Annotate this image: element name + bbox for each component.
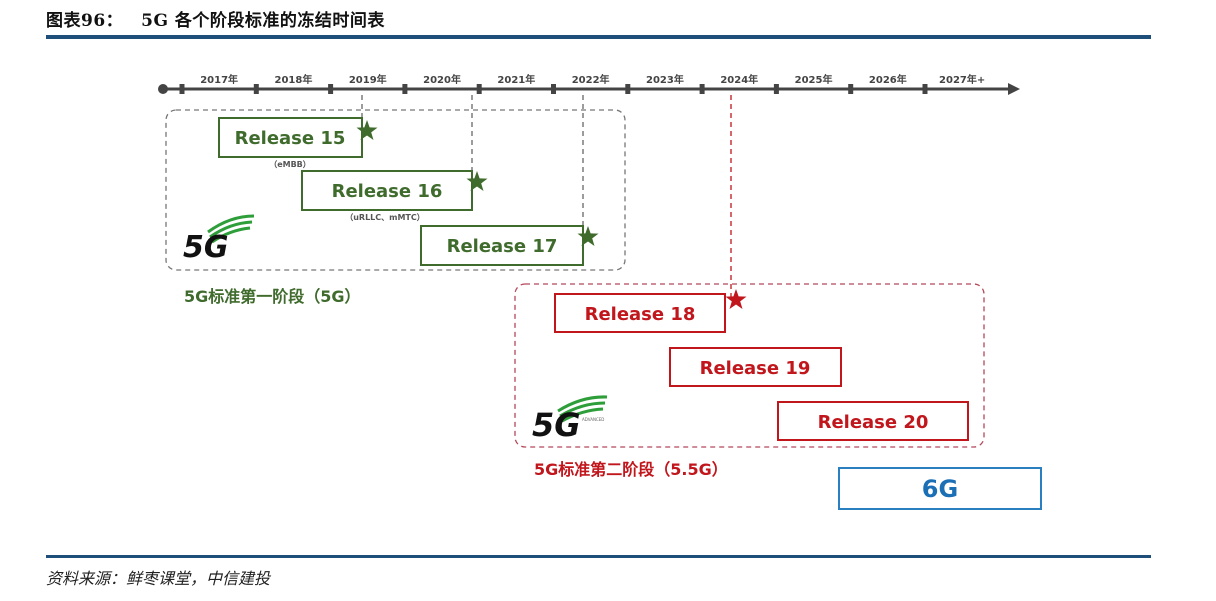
release-16-sub: （uRLLC、mMTC） xyxy=(345,212,425,222)
phase-1-label: 5G标准第一阶段（5G） xyxy=(184,287,361,306)
axis-tick xyxy=(773,84,779,94)
5g-logo-text: 5G xyxy=(183,230,229,265)
year-label: 2022年 xyxy=(572,73,610,86)
advanced-tag: ADVANCED xyxy=(582,417,604,422)
release-19: Release 19 xyxy=(669,347,842,387)
release-16-label: Release 16 xyxy=(332,181,443,202)
release-20: Release 20 xyxy=(777,401,969,441)
release-18-label: Release 18 xyxy=(585,304,696,325)
year-label: 2019年 xyxy=(349,73,387,86)
year-label: 2020年 xyxy=(423,73,461,86)
axis-tick xyxy=(179,84,185,94)
figure-caption: 5G 各个阶段标准的冻结时间表 xyxy=(141,11,385,31)
release-15-label: Release 15 xyxy=(235,128,346,149)
year-label: 2018年 xyxy=(275,73,313,86)
axis-tick xyxy=(848,84,854,94)
year-label: 2026年 xyxy=(869,73,907,86)
figure-title: 图表96： 5G 各个阶段标准的冻结时间表 xyxy=(46,6,385,31)
release-16: Release 16 （uRLLC、mMTC） xyxy=(301,170,488,222)
axis-arrow-icon xyxy=(1008,83,1020,95)
figure-number: 图表96： xyxy=(46,11,124,31)
6g-box: 6G xyxy=(838,467,1042,510)
release-17-label: Release 17 xyxy=(447,236,558,257)
release-15: Release 15 （eMBB） xyxy=(218,117,378,169)
year-label: 2017年 xyxy=(200,73,238,86)
year-label: 2024年 xyxy=(720,73,758,86)
release-15-sub: （eMBB） xyxy=(269,159,311,169)
phase-2-frame xyxy=(514,283,985,448)
top-rule xyxy=(46,35,1151,39)
release-20-label: Release 20 xyxy=(818,412,929,433)
bottom-rule xyxy=(46,555,1151,558)
timeline-axis: 2017年 2018年 2019年 2020年 2021年 2022年 2023年 2024年… xyxy=(158,73,1020,95)
axis-tick xyxy=(625,84,631,94)
axis-tick xyxy=(476,84,482,94)
source-note: 资料来源：鲜枣课堂，中信建投 xyxy=(46,569,271,588)
5g-advanced-logo-text: 5G xyxy=(532,406,581,444)
5g-advanced-logo-icon: 5G ADVANCED xyxy=(532,395,608,444)
year-label: 2021年 xyxy=(497,73,535,86)
star-icon xyxy=(725,289,747,309)
phase-2-group: Release 18 Release 19 Release 20 5G ADVA… xyxy=(514,283,985,479)
release-17: Release 17 xyxy=(420,225,599,266)
phase-1-frame xyxy=(165,109,626,271)
axis-tick xyxy=(551,84,556,94)
year-label: 2025年 xyxy=(795,73,833,86)
release-18: Release 18 xyxy=(554,289,747,333)
year-label: 2027年+ xyxy=(939,73,985,86)
release-19-label: Release 19 xyxy=(700,358,811,379)
axis-tick xyxy=(699,84,705,94)
axis-tick xyxy=(922,84,928,94)
axis-tick xyxy=(328,84,334,94)
6g-label: 6G xyxy=(922,475,958,503)
axis-tick xyxy=(253,84,259,94)
axis-tick xyxy=(402,84,408,94)
phase-2-label: 5G标准第二阶段（5.5G） xyxy=(534,460,728,479)
phase-1-group: Release 15 （eMBB） Release 16 （uRLLC、mMTC… xyxy=(165,109,626,306)
year-label: 2023年 xyxy=(646,73,684,86)
5g-logo-icon: 5G xyxy=(183,214,255,265)
